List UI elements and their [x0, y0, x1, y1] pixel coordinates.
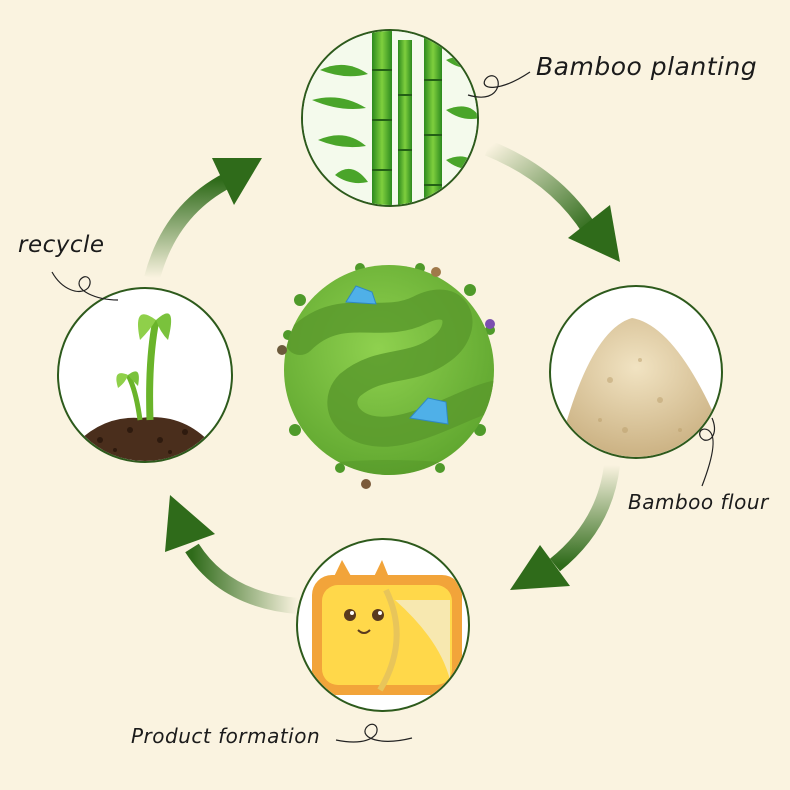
planet-earth-icon	[277, 263, 520, 496]
arrow-flour-to-product	[510, 465, 612, 590]
stage-circle-recycle	[58, 288, 232, 470]
arrow-planting-to-flour	[488, 148, 620, 262]
leader-line-planting	[468, 72, 530, 97]
stage-circle-flour	[550, 286, 722, 460]
arrow-recycle-to-planting	[152, 158, 262, 278]
label-bamboo-planting: Bamboo planting	[536, 52, 757, 81]
stage-circle-product	[297, 539, 469, 711]
label-recycle: recycle	[18, 232, 105, 258]
leader-line-product	[336, 724, 412, 742]
stage-circle-planting	[302, 30, 480, 210]
cat-tray-icon	[312, 560, 462, 695]
arrow-product-to-recycle	[165, 495, 298, 606]
label-product-formation: Product formation	[131, 724, 320, 748]
label-bamboo-flour: Bamboo flour	[628, 490, 769, 514]
